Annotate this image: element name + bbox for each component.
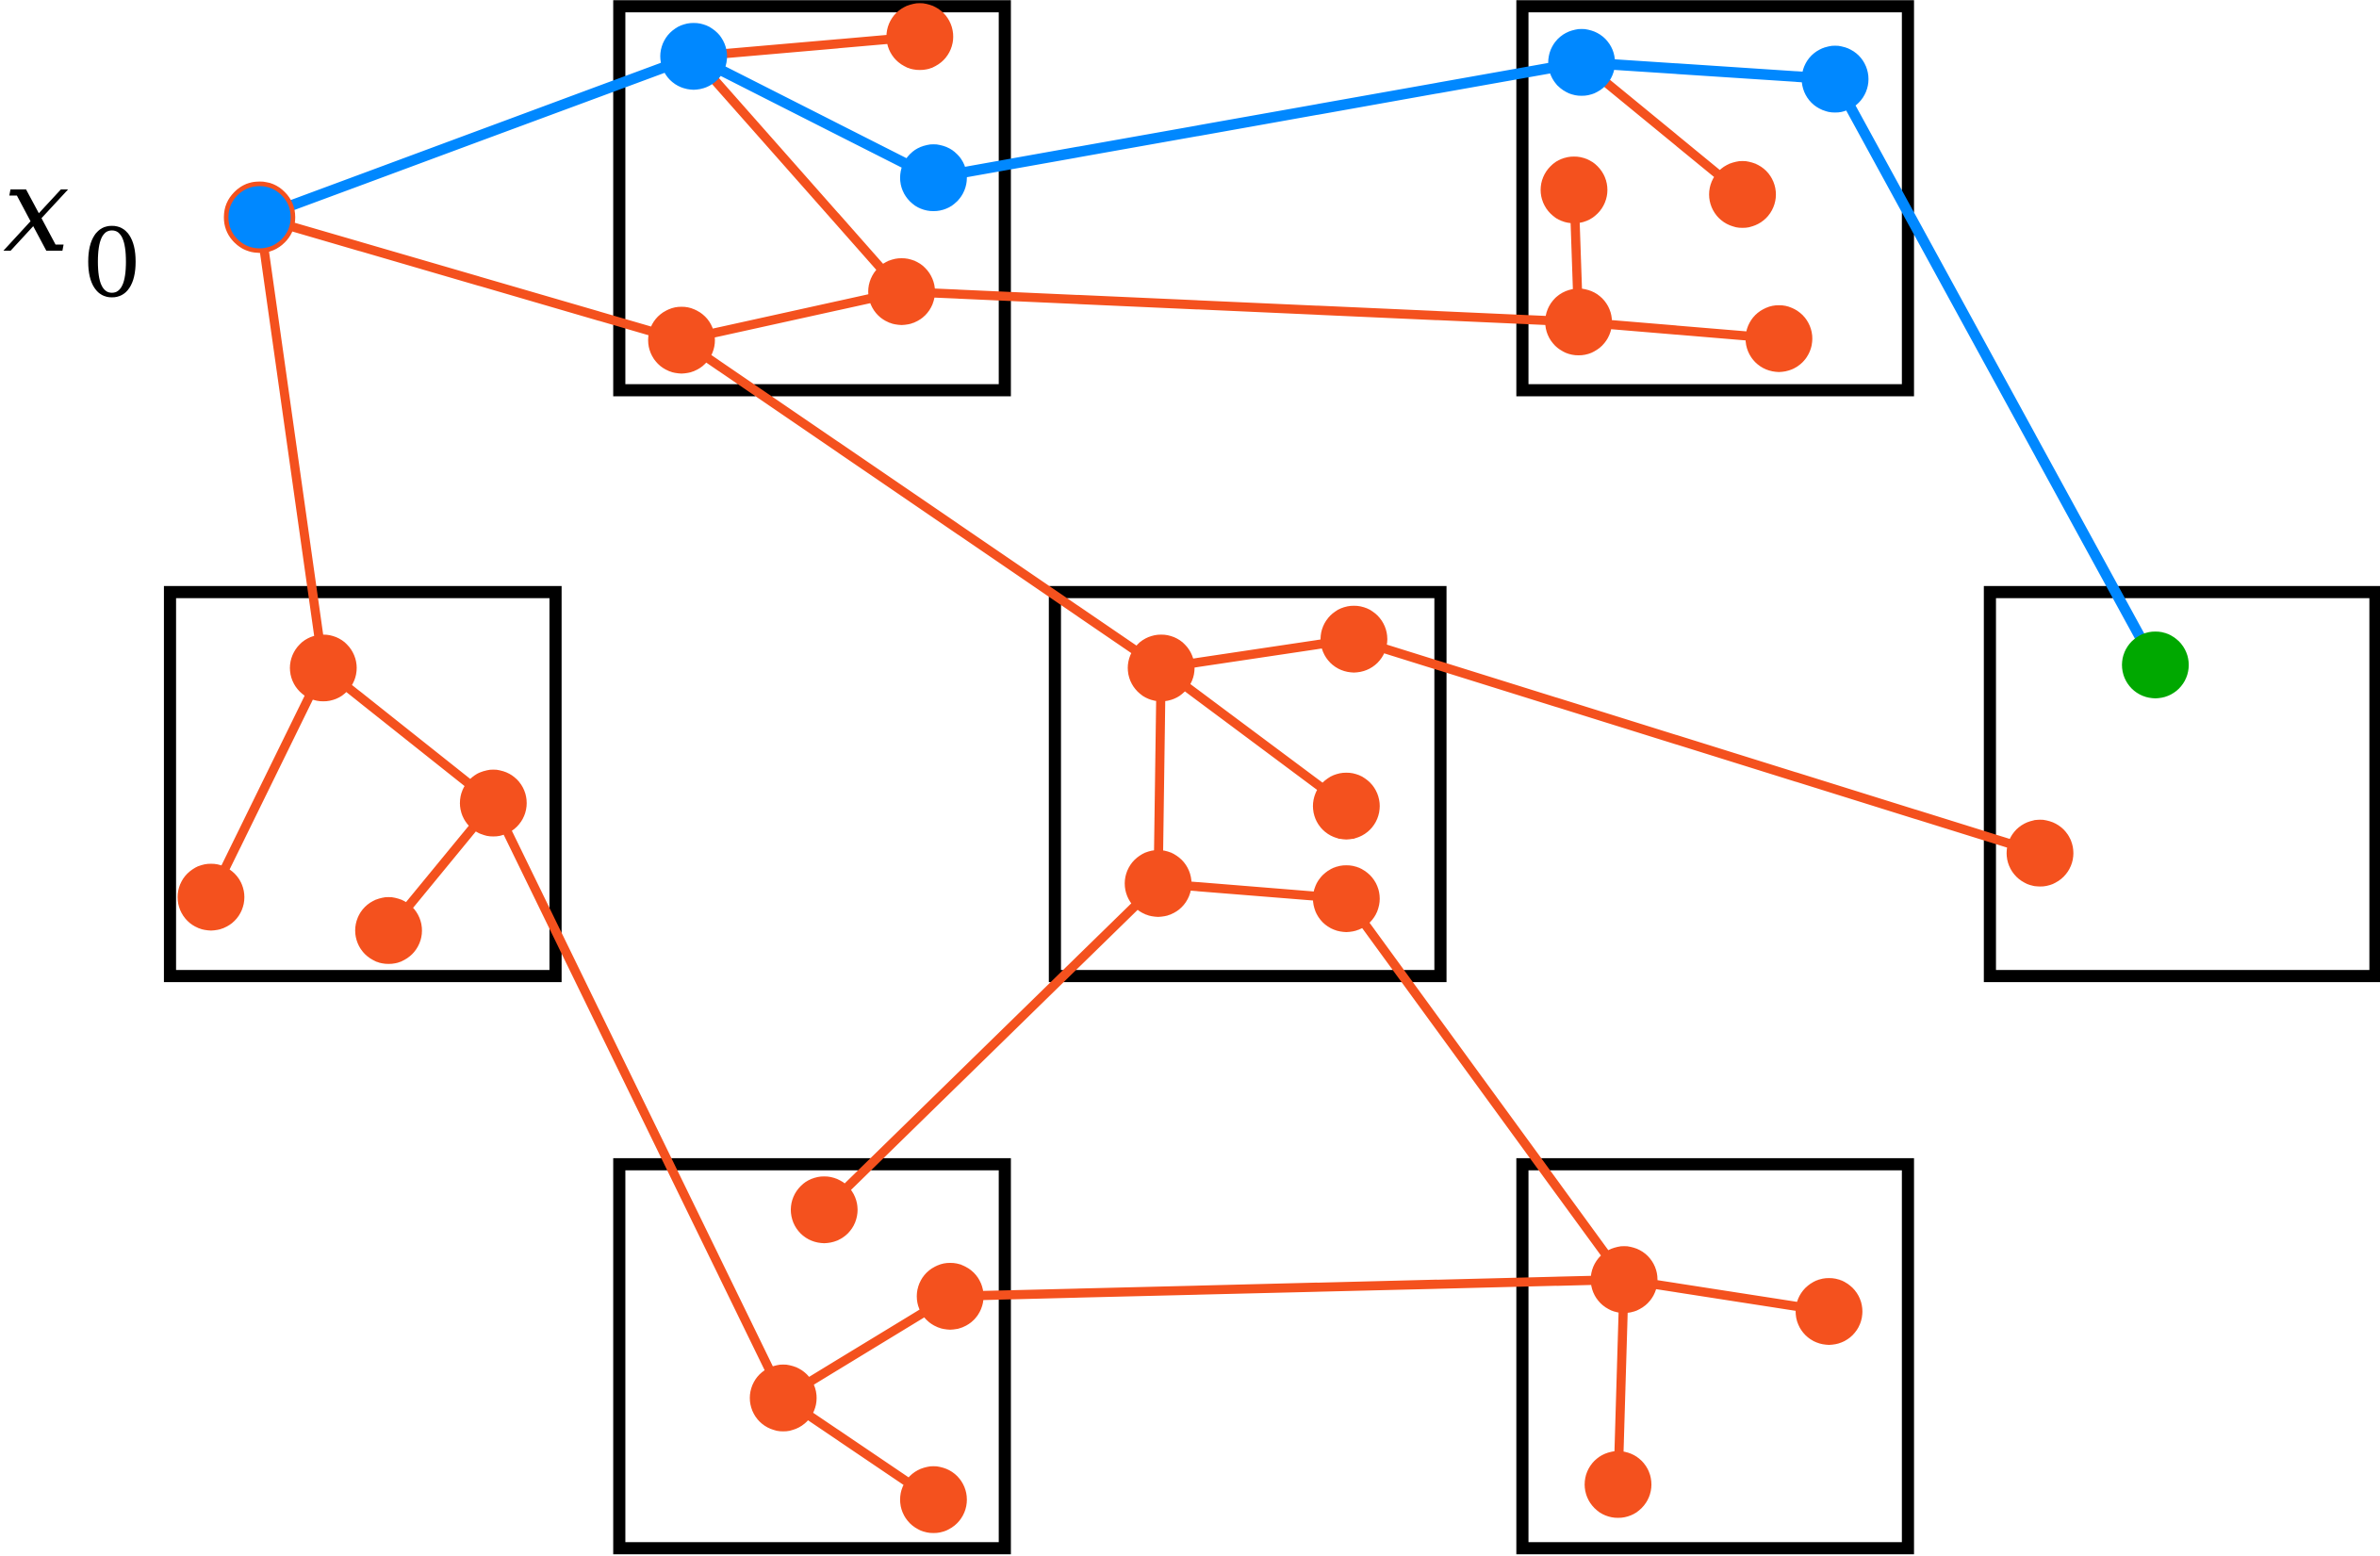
tree-node-o17 bbox=[2006, 819, 2074, 887]
tree-edge-o8-o9 bbox=[320, 663, 497, 807]
region-box-center bbox=[1048, 585, 1447, 983]
tree-edge-b3-o4 bbox=[1578, 58, 1746, 199]
tree-node-o19 bbox=[916, 1263, 984, 1330]
tree-edge-o9-o20 bbox=[489, 800, 788, 1400]
tree-node-o22 bbox=[1590, 1246, 1658, 1314]
region-box-middle-right bbox=[1983, 585, 2380, 983]
region-box-bottom-right bbox=[1516, 1157, 1914, 1555]
tree-edge-x0-o3 bbox=[258, 212, 683, 345]
path-edge-b2-b3 bbox=[932, 57, 1583, 184]
tree-edge-o22-o23 bbox=[1623, 1274, 1830, 1317]
tree-node-o5 bbox=[1540, 156, 1608, 223]
tree-node-o18 bbox=[790, 1176, 858, 1244]
path-edge-b3-b4 bbox=[1581, 57, 1836, 85]
tree-node-o6 bbox=[1545, 288, 1613, 356]
tree-node-o13 bbox=[1320, 605, 1387, 673]
goal-node-g bbox=[2122, 631, 2190, 698]
tree-edge-o15-o18 bbox=[821, 879, 1162, 1214]
tree-edge-o6-o7 bbox=[1578, 317, 1780, 344]
tree-edge-o12-o15 bbox=[1153, 667, 1166, 884]
tree-edge-o16-o22 bbox=[1342, 895, 1628, 1283]
tree-node-o1 bbox=[886, 3, 954, 71]
path-node-b3 bbox=[1548, 28, 1616, 96]
tree-node-o12 bbox=[1127, 634, 1195, 702]
tree-edge-b1-o1 bbox=[693, 32, 921, 61]
tree-node-o15 bbox=[1124, 849, 1192, 917]
path-edge-b1-b2 bbox=[691, 51, 936, 183]
tree-edge-b1-o2 bbox=[690, 53, 906, 295]
tree-node-o8 bbox=[289, 634, 357, 702]
tree-node-o9 bbox=[459, 769, 527, 837]
tree-edge-o2-o6 bbox=[901, 287, 1579, 327]
tree-node-o23 bbox=[1796, 1278, 1863, 1345]
region-box-bottom-middle bbox=[613, 1157, 1011, 1555]
path-edge-b4-g bbox=[1830, 76, 2160, 668]
tree-edge-o13-o17 bbox=[1352, 634, 2042, 858]
region-box-top-middle bbox=[613, 0, 1011, 397]
tree-edge-o19-o22 bbox=[949, 1274, 1625, 1302]
start-node bbox=[223, 181, 296, 254]
tree-node-o2 bbox=[868, 257, 935, 325]
tree-edge-o22-o24 bbox=[1613, 1279, 1629, 1485]
region-box-middle-left bbox=[163, 585, 562, 983]
tree-node-o11 bbox=[354, 896, 422, 964]
tree-node-o14 bbox=[1312, 772, 1380, 840]
region-box-top-right bbox=[1516, 0, 1914, 397]
tree-node-o20 bbox=[749, 1364, 817, 1432]
tree-edge-o3-o12 bbox=[679, 336, 1164, 672]
tree-node-o3 bbox=[648, 306, 715, 374]
tree-edge-o2-o3 bbox=[680, 287, 903, 345]
path-edge-x0-b1 bbox=[257, 51, 696, 222]
tree-node-o10 bbox=[177, 863, 245, 931]
path-node-b1 bbox=[660, 23, 728, 90]
path-node-b2 bbox=[899, 144, 967, 212]
tree-node-o4 bbox=[1709, 160, 1777, 228]
tree-edge-o8-o10 bbox=[206, 665, 328, 900]
tree-node-o7 bbox=[1745, 304, 1813, 372]
tree-node-o21 bbox=[899, 1466, 967, 1533]
tree-edge-o12-o14 bbox=[1158, 663, 1350, 811]
tree-edge-x0-o8 bbox=[254, 216, 328, 669]
path-node-b4 bbox=[1801, 45, 1869, 113]
tree-node-o16 bbox=[1312, 865, 1380, 932]
tree-node-o24 bbox=[1584, 1450, 1652, 1518]
